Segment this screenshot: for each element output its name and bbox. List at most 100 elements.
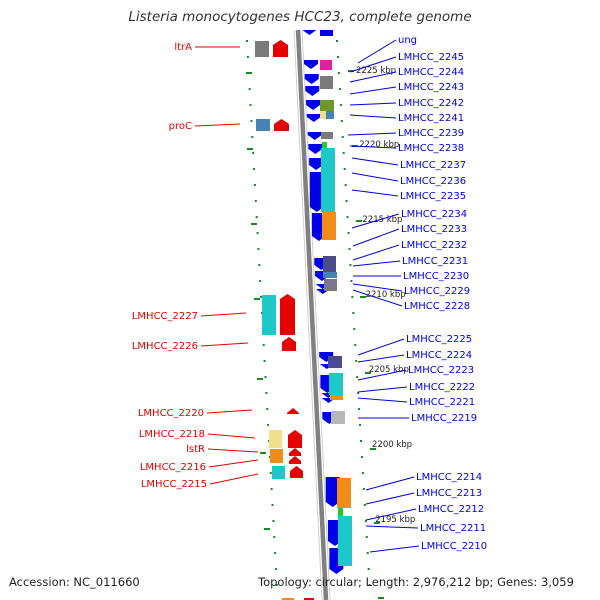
forward-gene-label: LMHCC_2235: [400, 191, 466, 202]
ring-tick: [269, 472, 272, 474]
reverse-gene-label: lstR: [186, 444, 205, 455]
ring-dash: [254, 298, 260, 300]
ring-tick: [273, 536, 276, 538]
backbone-guide-line: [293, 29, 323, 600]
forward-leader-line: [352, 283, 403, 292]
forward-leader-line: [349, 145, 397, 149]
forward-leader-line: [357, 369, 407, 381]
ring-tick: [362, 488, 365, 490]
forward-gene-label: LMHCC_2212: [418, 504, 484, 515]
feature-box: [321, 148, 335, 212]
feature-box: [256, 119, 270, 131]
forward-gene-label: LMHCC_2222: [409, 382, 475, 393]
ring-tick: [266, 408, 269, 410]
ring-tick: [262, 344, 265, 346]
feature-box: [323, 256, 336, 272]
forward-leader-line: [365, 525, 419, 529]
forward-gene-label: LMHCC_2243: [398, 82, 464, 93]
forward-leader-line: [352, 260, 401, 267]
reverse-gene-label: proC: [169, 121, 192, 132]
reverse-gene-label: LMHCC_2226: [132, 341, 198, 352]
ring-tick: [263, 360, 266, 362]
scale-label: 2215 kbp: [362, 215, 402, 225]
ring-tick: [340, 120, 343, 122]
forward-gene-label: LMHCC_2230: [403, 271, 469, 282]
ring-dash: [246, 72, 252, 74]
forward-leader-line: [357, 354, 405, 363]
ring-dash: [348, 70, 354, 72]
reverse-gene-label: LMHCC_2216: [140, 462, 206, 473]
forward-gene-label: LMHCC_2242: [398, 98, 464, 109]
ring-tick: [268, 456, 271, 458]
ring-tick: [347, 232, 350, 234]
forward-gene-label: LMHCC_2234: [401, 209, 467, 220]
forward-leader-line: [357, 386, 408, 393]
forward-leader-line: [357, 338, 405, 356]
forward-leader-line: [351, 213, 400, 229]
ring-tick: [354, 344, 357, 346]
forward-leader-line: [349, 71, 397, 83]
feature-box: [322, 142, 327, 148]
forward-leader-line: [351, 157, 399, 166]
feature-box: [324, 279, 337, 291]
ring-tick: [275, 584, 278, 586]
ring-tick: [357, 392, 360, 394]
feature-box: [322, 212, 336, 240]
feature-box: [338, 516, 352, 566]
ring-tick: [260, 296, 263, 298]
forward-gene-label: LMHCC_2211: [420, 523, 486, 534]
forward-gene-arrow: [305, 86, 320, 96]
ring-tick: [358, 408, 361, 410]
forward-gene-label: ung: [398, 35, 417, 46]
reverse-gene-label: ltrA: [174, 42, 192, 53]
forward-leader-line: [349, 86, 397, 95]
forward-gene-label: LMHCC_2241: [398, 113, 464, 124]
feature-box: [331, 411, 345, 424]
forward-leader-line: [352, 228, 400, 247]
ring-tick: [341, 136, 344, 138]
ring-tick: [246, 40, 248, 42]
forward-gene-label: LMHCC_2238: [398, 143, 464, 154]
forward-gene-arrow: [325, 477, 340, 507]
ring-tick: [272, 520, 275, 522]
reverse-leader-line: [207, 448, 259, 453]
scale-label: 2205 kbp: [369, 365, 409, 375]
forward-gene-label: LMHCC_2231: [402, 256, 468, 267]
ring-tick: [364, 520, 367, 522]
genome-backbone: [295, 29, 329, 600]
ring-tick: [360, 456, 363, 458]
ring-tick: [254, 200, 257, 202]
ring-tick: [353, 328, 356, 330]
feature-box: [320, 76, 333, 89]
backbone-guide-line: [301, 29, 331, 600]
reverse-leader-line: [209, 473, 259, 485]
scale-label: 2210 kbp: [366, 290, 406, 300]
ring-tick: [265, 392, 268, 394]
forward-gene-label: LMHCC_2219: [411, 413, 477, 424]
ring-tick: [250, 120, 253, 122]
forward-leader-line: [357, 397, 408, 403]
reverse-gene-label: LMHCC_2215: [141, 479, 207, 490]
feature-box: [262, 295, 276, 335]
reverse-leader-line: [208, 459, 259, 468]
ring-tick: [363, 504, 366, 506]
forward-gene-arrow: [304, 60, 318, 69]
forward-gene-arrow: [309, 172, 324, 212]
ring-tick: [338, 88, 341, 90]
forward-gene-label: LMHCC_2229: [404, 286, 470, 297]
forward-gene-label: LMHCC_2223: [408, 365, 474, 376]
reverse-gene-arrow: [289, 448, 301, 456]
forward-gene-label: LMHCC_2232: [401, 240, 467, 251]
accession-label: Accession: NC_011660: [9, 575, 140, 589]
ring-tick: [253, 184, 256, 186]
reverse-gene-arrow: [280, 294, 295, 335]
reverse-leader-line: [194, 123, 241, 127]
ring-tick: [259, 280, 262, 282]
ring-tick: [350, 280, 353, 282]
scale-label: 2195 kbp: [375, 515, 415, 525]
feature-box: [321, 132, 333, 139]
topology-label: Topology: circular; Length: 2,976,212 bp…: [258, 575, 574, 589]
feature-box: [255, 41, 269, 57]
reverse-leader-line: [200, 342, 249, 347]
ring-tick: [255, 216, 258, 218]
